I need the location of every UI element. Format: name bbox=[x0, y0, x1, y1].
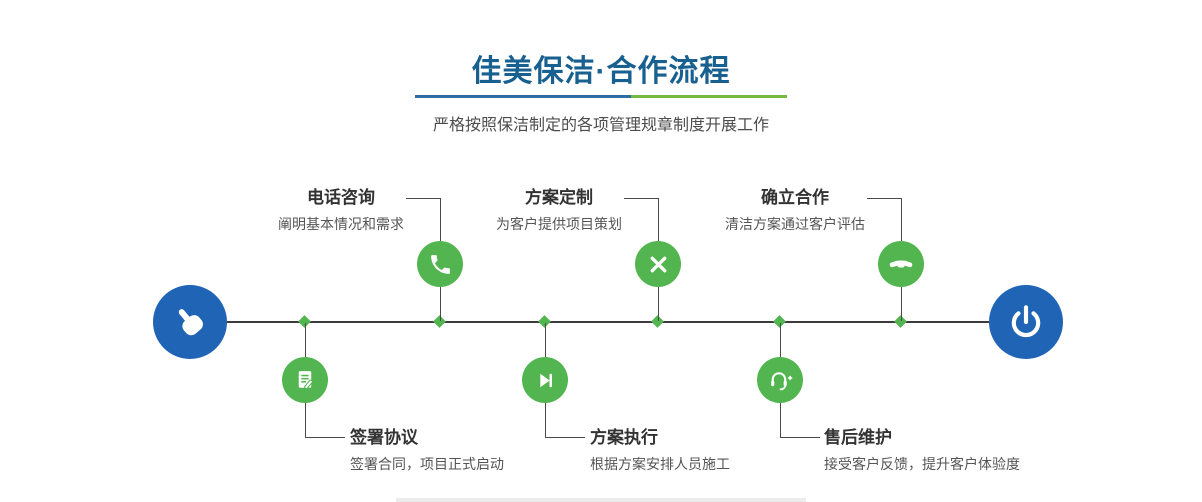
step-title: 方案执行 bbox=[590, 428, 658, 447]
phone-icon bbox=[430, 254, 450, 274]
next-section-edge bbox=[396, 498, 806, 502]
connector-line bbox=[658, 198, 659, 241]
divider-green-segment bbox=[630, 95, 787, 98]
contract-icon bbox=[298, 370, 313, 389]
connector-line bbox=[406, 198, 440, 199]
step-desc: 接受客户反馈，提升客户体验度 bbox=[824, 456, 1020, 472]
connector-line bbox=[780, 437, 820, 438]
step-title: 签署协议 bbox=[350, 428, 418, 447]
support-headset-icon bbox=[771, 372, 793, 391]
timeline-start-node bbox=[153, 285, 227, 359]
step-title: 方案定制 bbox=[525, 188, 593, 207]
connector-line bbox=[305, 437, 345, 438]
step-title: 电话咨询 bbox=[307, 188, 375, 207]
connector-line bbox=[867, 198, 901, 199]
page-subtitle: 严格按照保洁制定的各项管理规章制度开展工作 bbox=[432, 117, 769, 134]
handshake-icon bbox=[889, 260, 913, 268]
step-label-execute: 方案执行 根据方案安排人员施工 bbox=[590, 428, 730, 473]
connector-line bbox=[305, 403, 306, 438]
page-title: 佳美保洁·合作流程 bbox=[471, 55, 731, 88]
connector-line bbox=[901, 198, 902, 241]
connector-line bbox=[440, 287, 441, 321]
connector-line bbox=[545, 437, 585, 438]
step-desc: 签署合同，项目正式启动 bbox=[350, 456, 504, 472]
step-label-design: 方案定制 为客户提供项目策划 bbox=[496, 188, 622, 233]
step-label-support: 售后维护 接受客户反馈，提升客户体验度 bbox=[824, 428, 1020, 473]
step-desc: 阐明基本情况和需求 bbox=[278, 216, 404, 232]
step-node-cooperation bbox=[878, 241, 924, 287]
step-desc: 为客户提供项目策划 bbox=[496, 216, 622, 232]
design-tools-icon bbox=[649, 255, 667, 273]
step-node-support bbox=[757, 357, 803, 403]
step-desc: 根据方案安排人员施工 bbox=[590, 456, 730, 472]
connector-line bbox=[901, 287, 902, 321]
step-label-contract: 签署协议 签署合同，项目正式启动 bbox=[350, 428, 504, 473]
connector-line bbox=[545, 323, 546, 357]
connector-line bbox=[780, 403, 781, 438]
power-icon bbox=[1011, 305, 1041, 338]
step-node-phone bbox=[417, 241, 463, 287]
step-node-execute bbox=[522, 357, 568, 403]
step-node-contract bbox=[282, 357, 328, 403]
connector-line bbox=[440, 198, 441, 241]
step-title: 确立合作 bbox=[761, 188, 829, 207]
step-node-design bbox=[635, 241, 681, 287]
title-divider bbox=[415, 95, 787, 98]
step-desc: 清洁方案通过客户评估 bbox=[725, 216, 865, 232]
connector-line bbox=[545, 403, 546, 438]
step-label-cooperation: 确立合作 清洁方案通过客户评估 bbox=[725, 188, 865, 233]
pointer-hand-icon bbox=[178, 309, 203, 336]
connector-line bbox=[624, 198, 658, 199]
connector-line bbox=[658, 287, 659, 321]
timeline-line bbox=[190, 321, 1028, 323]
connector-line bbox=[780, 323, 781, 357]
timeline-end-node bbox=[989, 285, 1063, 359]
connector-line bbox=[305, 323, 306, 357]
step-label-phone: 电话咨询 阐明基本情况和需求 bbox=[278, 188, 404, 233]
play-icon bbox=[539, 373, 552, 387]
step-title: 售后维护 bbox=[824, 428, 892, 447]
divider-blue-segment bbox=[415, 95, 631, 98]
